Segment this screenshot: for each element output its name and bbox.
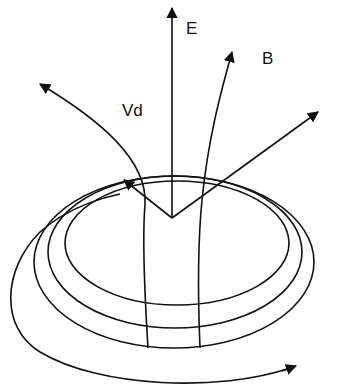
drift-vector: [124, 180, 172, 218]
vector-label: E: [186, 20, 197, 37]
e-vector: [171, 8, 173, 218]
field-line: [199, 52, 232, 348]
orbit-arrow: [282, 366, 296, 371]
orbit-ellipse: [48, 176, 302, 328]
label-holder: Vd: [122, 102, 143, 119]
vector-label: Vd: [122, 102, 143, 119]
vector-label: B: [262, 50, 273, 67]
b-vector: [172, 112, 318, 218]
label-holder: B: [262, 50, 273, 67]
orbit-ellipse: [11, 194, 290, 383]
label-holder: E: [186, 20, 197, 37]
orbit-ellipse: [34, 176, 314, 348]
field-line: [40, 84, 148, 348]
